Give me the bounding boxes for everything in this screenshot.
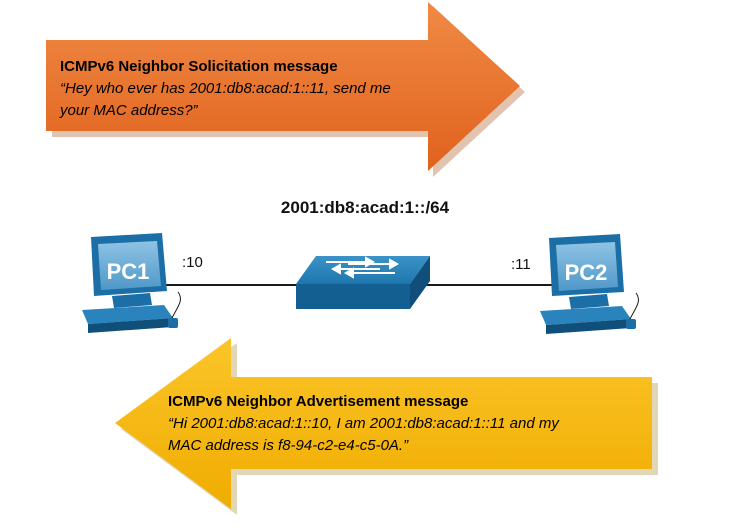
advertisement-message: ICMPv6 Neighbor Advertisement message “H… [168,391,638,457]
switch-icon [296,256,430,309]
advertisement-title: ICMPv6 Neighbor Advertisement message [168,393,469,410]
advertisement-line-1: “Hi 2001:db8:acad:1::10, I am 2001:db8:a… [168,415,559,432]
solicitation-title: ICMPv6 Neighbor Solicitation message [60,58,338,75]
pc1-label: PC1 [106,259,150,284]
solicitation-line-2: your MAC address?” [60,102,198,119]
solicitation-message: ICMPv6 Neighbor Solicitation message “He… [60,56,460,122]
pc1-icon [82,233,181,333]
advertisement-line-2: MAC address is f8-94-c2-e4-c5-0A.” [168,437,409,454]
subnet-label: 2001:db8:acad:1::/64 [280,198,450,217]
solicitation-arrow [46,2,525,177]
solicitation-line-1: “Hey who ever has 2001:db8:acad:1::11, s… [60,80,391,97]
pc2-interface-id: :11 [511,256,531,273]
pc1-interface-id: :10 [182,254,203,271]
pc2-label: PC2 [564,260,608,285]
advertisement-arrow [115,338,658,515]
pc2-icon [540,234,639,334]
